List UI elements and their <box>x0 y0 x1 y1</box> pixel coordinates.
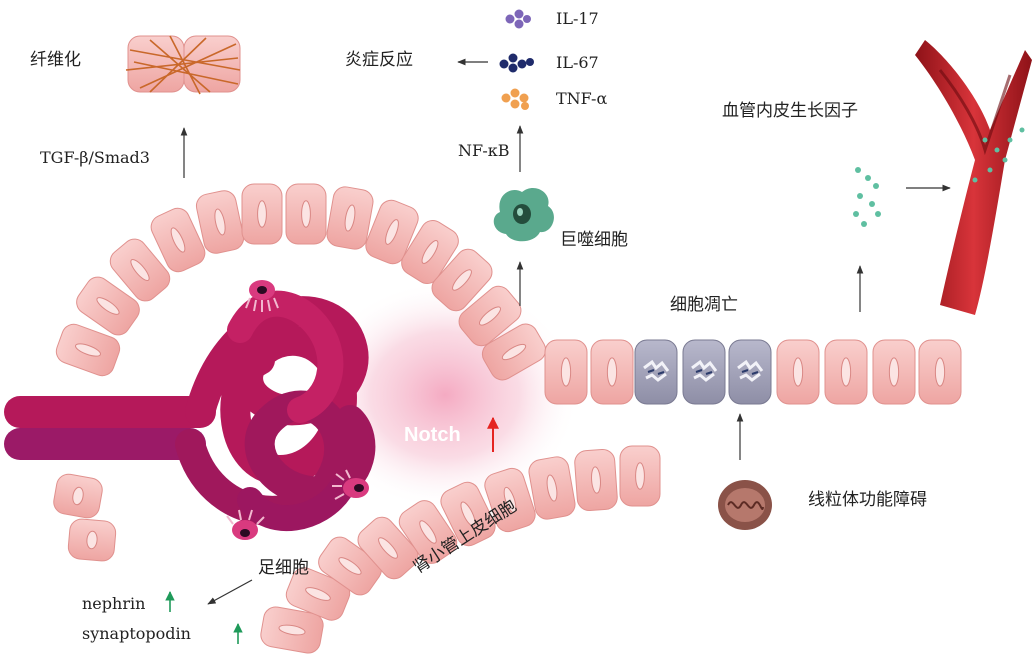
tubule-cell <box>919 340 961 404</box>
tubule-cell <box>574 449 618 512</box>
apoptotic-cell <box>729 340 771 404</box>
nephrin-label: nephrin <box>82 596 145 612</box>
mitochondrial-dysfunction-label: 线粒体功能障碍 <box>808 492 927 509</box>
macrophage-label: 巨噬细胞 <box>560 232 628 249</box>
apoptotic-cell <box>683 340 725 404</box>
il17-label: IL-17 <box>556 11 599 27</box>
tubule-cell <box>873 340 915 404</box>
tubule-cell <box>545 340 587 404</box>
left-tubule-cells <box>52 472 117 562</box>
tnf-dots <box>502 89 530 111</box>
vegf-dots <box>853 167 881 227</box>
nfkb-label: NF-κB <box>458 143 510 159</box>
il67-dots <box>500 54 535 73</box>
apoptosis-label: 细胞凋亡 <box>670 297 738 314</box>
tgf-smad3-label: TGF-β/Smad3 <box>40 150 150 166</box>
fibrosis-tissue <box>126 36 240 94</box>
apoptotic-cell <box>635 340 677 404</box>
tnf-label: TNF-α <box>556 91 607 107</box>
mitochondrion <box>718 480 772 530</box>
podocyte-label: 足细胞 <box>258 560 309 577</box>
tubule-cell <box>242 184 282 244</box>
il17-dots <box>506 10 532 29</box>
fibrosis-label: 纤维化 <box>30 52 81 69</box>
inflammation-label: 炎症反应 <box>345 52 413 69</box>
tubule-cell <box>286 184 326 244</box>
synaptopodin-label: synaptopodin <box>82 626 191 642</box>
tubule-cell <box>591 340 633 404</box>
horizontal-tubule-cells <box>545 340 961 404</box>
tubule-cell <box>825 340 867 404</box>
tubule-cell <box>52 472 104 519</box>
notch-label: Notch <box>404 424 461 447</box>
tubule-cell <box>67 518 116 562</box>
vegf-label: 血管内皮生长因子 <box>722 103 858 120</box>
blood-vessel <box>915 40 1032 315</box>
tubule-cell <box>777 340 819 404</box>
tubule-cell <box>620 446 660 506</box>
il67-label: IL-67 <box>556 55 599 71</box>
macrophage-cell <box>494 188 554 241</box>
